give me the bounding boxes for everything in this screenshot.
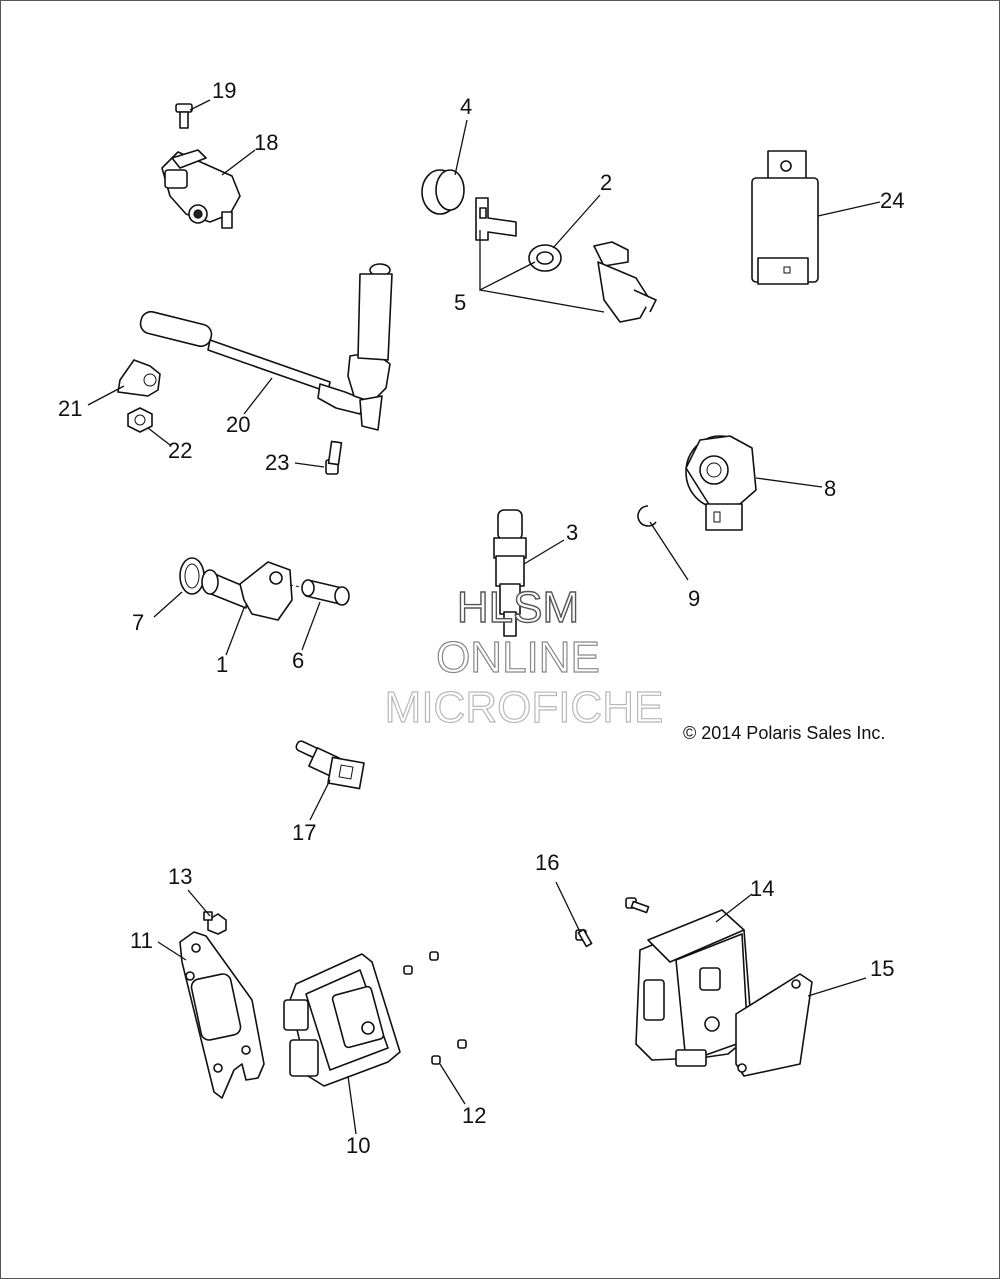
leader-15 [807,977,867,997]
part-2-nut [528,244,562,272]
part-19-bolt [175,103,193,129]
callout-10: 10 [346,1133,370,1158]
callout-16: 16 [535,850,559,875]
leader-4 [454,119,468,176]
leader-22 [147,427,171,446]
callout-23: 23 [265,450,289,475]
callout-13: 13 [168,864,192,889]
leader-7 [153,591,183,618]
leader-18 [221,149,256,176]
part-17-temp-sensor [295,740,365,790]
leader-8 [755,477,823,488]
part-3-sensor [493,509,527,637]
callout-7: 7 [132,610,144,635]
part-14-module [635,909,753,1067]
leader-17 [309,779,331,821]
part-11-bracket [179,931,265,1099]
part-8-knock-sensor [685,435,757,531]
callout-1: 1 [216,652,228,677]
part-24-relay [751,150,819,285]
part-22-nut [127,407,153,433]
part-5-bracket [475,197,517,241]
callout-24: 24 [880,188,904,213]
part-6-spacer [301,579,350,606]
callout-21: 21 [58,396,82,421]
callout-19: 19 [212,78,236,103]
part-9-circlip [637,505,657,527]
callout-20: 20 [226,412,250,437]
part-7-o-ring [179,557,205,595]
copyright-notice: © 2014 Polaris Sales Inc. [683,723,885,743]
leader-19 [189,99,211,111]
leader-5b [479,289,605,313]
leader-9 [649,521,689,581]
callout-9: 9 [688,586,700,611]
part-12-screws [403,951,467,1065]
watermark-line-1: HLSM [457,583,579,632]
callout-3: 3 [566,520,578,545]
part-20-speed-sensor [139,263,393,431]
leader-13 [187,889,211,917]
leader-10 [347,1075,357,1135]
callout-11: 11 [130,928,153,953]
part-13-screw [203,911,227,935]
leader-12 [439,1063,466,1105]
leader-20 [243,377,273,415]
part-15-gasket [735,973,813,1077]
callout-12: 12 [462,1103,486,1128]
part-5-switch [593,241,657,323]
watermark-line-2: ONLINE [436,633,600,682]
part-10-ecu [283,953,401,1087]
callout-18: 18 [254,130,278,155]
callout-15: 15 [870,956,894,981]
leader-11 [157,941,187,961]
callout-17: 17 [292,820,316,845]
callout-22: 22 [168,438,192,463]
part-16-bolts [575,897,650,948]
leader-23 [294,462,325,468]
callout-8: 8 [824,476,836,501]
part-1-cam-sensor [201,561,293,621]
leader-1 [225,607,245,656]
callout-4: 4 [460,94,472,119]
callout-14: 14 [750,876,774,901]
part-21-clip [117,359,161,397]
callout-2: 2 [600,170,612,195]
leader-6 [301,601,321,651]
leader-2 [552,194,601,249]
leader-16 [555,881,581,933]
part-23-bolt [325,440,343,475]
leader-24 [817,201,881,217]
watermark-line-3: MICROFICHE [385,683,664,732]
leader-3 [523,539,565,565]
leader-14 [715,893,753,923]
callout-5: 5 [454,290,466,315]
callout-6: 6 [292,648,304,673]
leader-21 [87,385,125,406]
part-4-cap [421,169,465,215]
part-18-map-sensor [161,149,241,229]
